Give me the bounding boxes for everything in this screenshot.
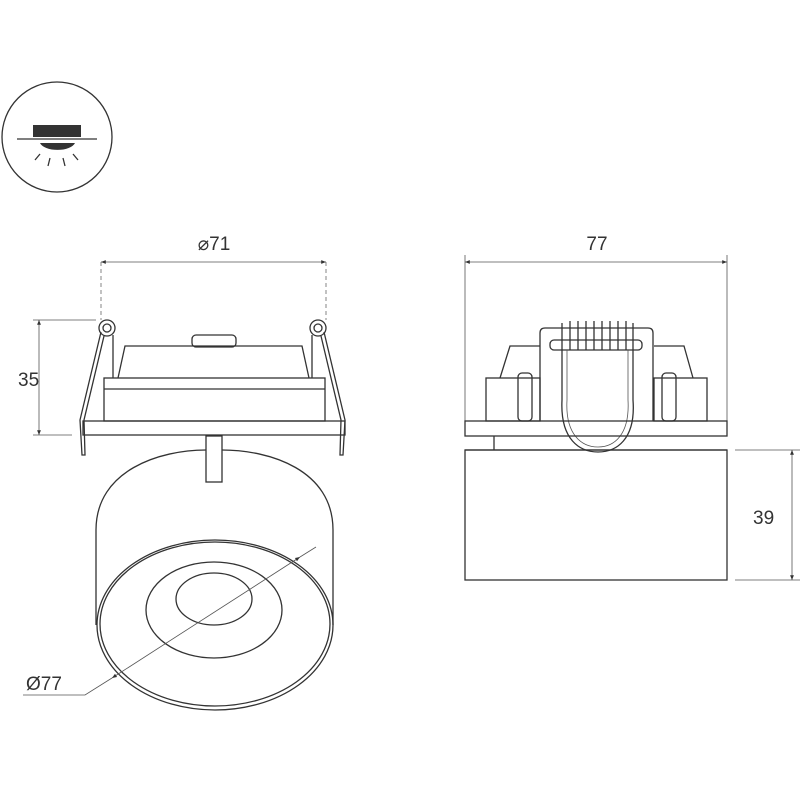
width-label: 77 [586, 234, 607, 255]
front-view [23, 260, 346, 711]
side-view [464, 255, 800, 581]
spring-coil [561, 321, 634, 350]
diameter-label: Ø77 [26, 674, 62, 695]
recessed-mounting-icon [1, 81, 113, 193]
cutout-diameter-label: ⌀71 [198, 234, 231, 255]
body-height-label: 39 [753, 508, 774, 529]
diameter-dimension-line [111, 556, 301, 679]
height-label: 35 [18, 370, 39, 391]
